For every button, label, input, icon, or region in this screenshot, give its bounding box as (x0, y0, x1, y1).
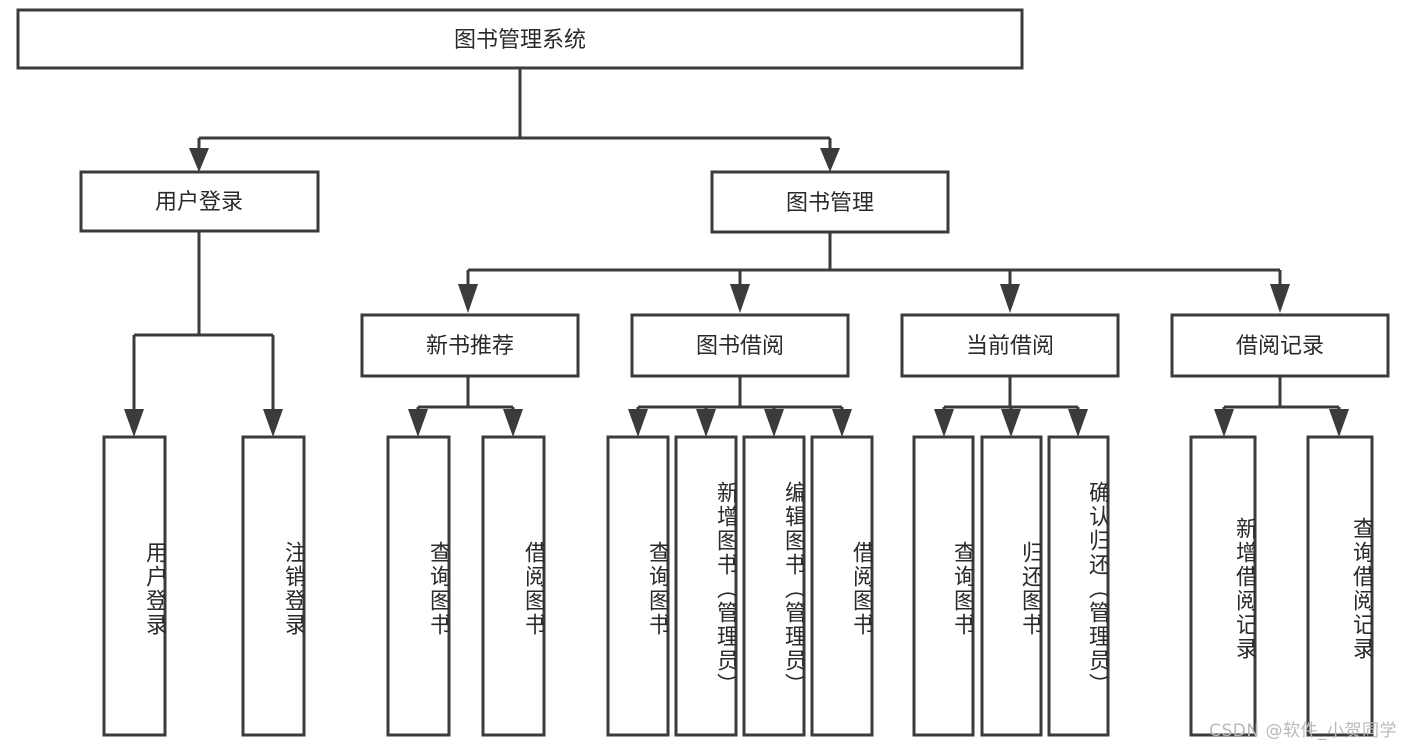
node-book-manage-box[interactable] (710, 170, 950, 234)
leaf-borrow-record-1-box[interactable] (1189, 435, 1257, 737)
leaf-user-login-2-box[interactable] (241, 435, 306, 737)
node-layer: 图书管理系统 用户登录 图书管理 新书推荐 图书借阅 当前借阅 借阅记录 (16, 8, 1390, 737)
connector-layer (124, 68, 1349, 437)
node-new-book-recommend-box[interactable] (360, 313, 580, 378)
csdn-watermark: CSDN @软件_小贺同学 (1209, 721, 1397, 741)
arrow-head-currentborrow-leaf-3 (1068, 409, 1088, 437)
leaf-book-borrow-1-box[interactable] (606, 435, 670, 737)
node-book-borrow-label: 图书借阅 (696, 334, 784, 359)
arrow-head-borrow-record (1270, 284, 1290, 313)
leaf-book-borrow-2-box[interactable] (674, 435, 738, 737)
leaf-current-borrow-2-box[interactable] (980, 435, 1043, 737)
node-book-borrow-box[interactable] (630, 313, 850, 378)
arrow-head-user-login (189, 148, 209, 172)
node-root-label: 图书管理系统 (454, 28, 586, 53)
node-current-borrow-box[interactable] (900, 313, 1120, 378)
arrow-head-bookborrow-leaf-3 (764, 409, 784, 437)
node-borrow-record-box[interactable] (1170, 313, 1390, 378)
leaf-book-borrow-3-box[interactable] (742, 435, 806, 737)
leaf-user-login-1-box[interactable] (102, 435, 167, 737)
arrow-head-book-manage (820, 148, 840, 172)
arrow-head-borrowrecord-leaf-2 (1329, 409, 1349, 437)
arrow-head-user-leaf-2 (263, 409, 283, 437)
leaf-borrow-record-2-box[interactable] (1306, 435, 1374, 737)
node-root-box[interactable] (16, 8, 1024, 70)
arrow-head-current-borrow (1000, 284, 1020, 313)
arrow-head-new-book (458, 284, 478, 313)
arrow-head-bookborrow-leaf-2 (696, 409, 716, 437)
arrow-head-currentborrow-leaf-1 (934, 409, 954, 437)
node-current-borrow-label: 当前借阅 (966, 334, 1054, 359)
node-user-login-box[interactable] (79, 170, 320, 233)
leaf-current-borrow-1-box[interactable] (912, 435, 975, 737)
node-borrow-record-label: 借阅记录 (1236, 334, 1324, 359)
leaf-book-borrow-4-box[interactable] (810, 435, 874, 737)
arrow-head-newbook-leaf-1 (408, 409, 428, 437)
leaf-new-book-1-box[interactable] (386, 435, 451, 737)
arrow-head-borrowrecord-leaf-1 (1214, 409, 1234, 437)
leaf-current-borrow-3-box[interactable] (1047, 435, 1110, 737)
arrow-head-book-borrow (730, 284, 750, 313)
node-user-login-label: 用户登录 (155, 190, 243, 215)
node-book-manage-label: 图书管理 (786, 191, 874, 216)
arrow-head-newbook-leaf-2 (503, 409, 523, 437)
leaf-new-book-2-box[interactable] (481, 435, 546, 737)
arrow-head-user-leaf-1 (124, 409, 144, 437)
arrow-head-bookborrow-leaf-4 (832, 409, 852, 437)
node-new-book-recommend-label: 新书推荐 (426, 334, 514, 359)
arrow-head-currentborrow-leaf-2 (1001, 409, 1021, 437)
arrow-head-bookborrow-leaf-1 (628, 409, 648, 437)
